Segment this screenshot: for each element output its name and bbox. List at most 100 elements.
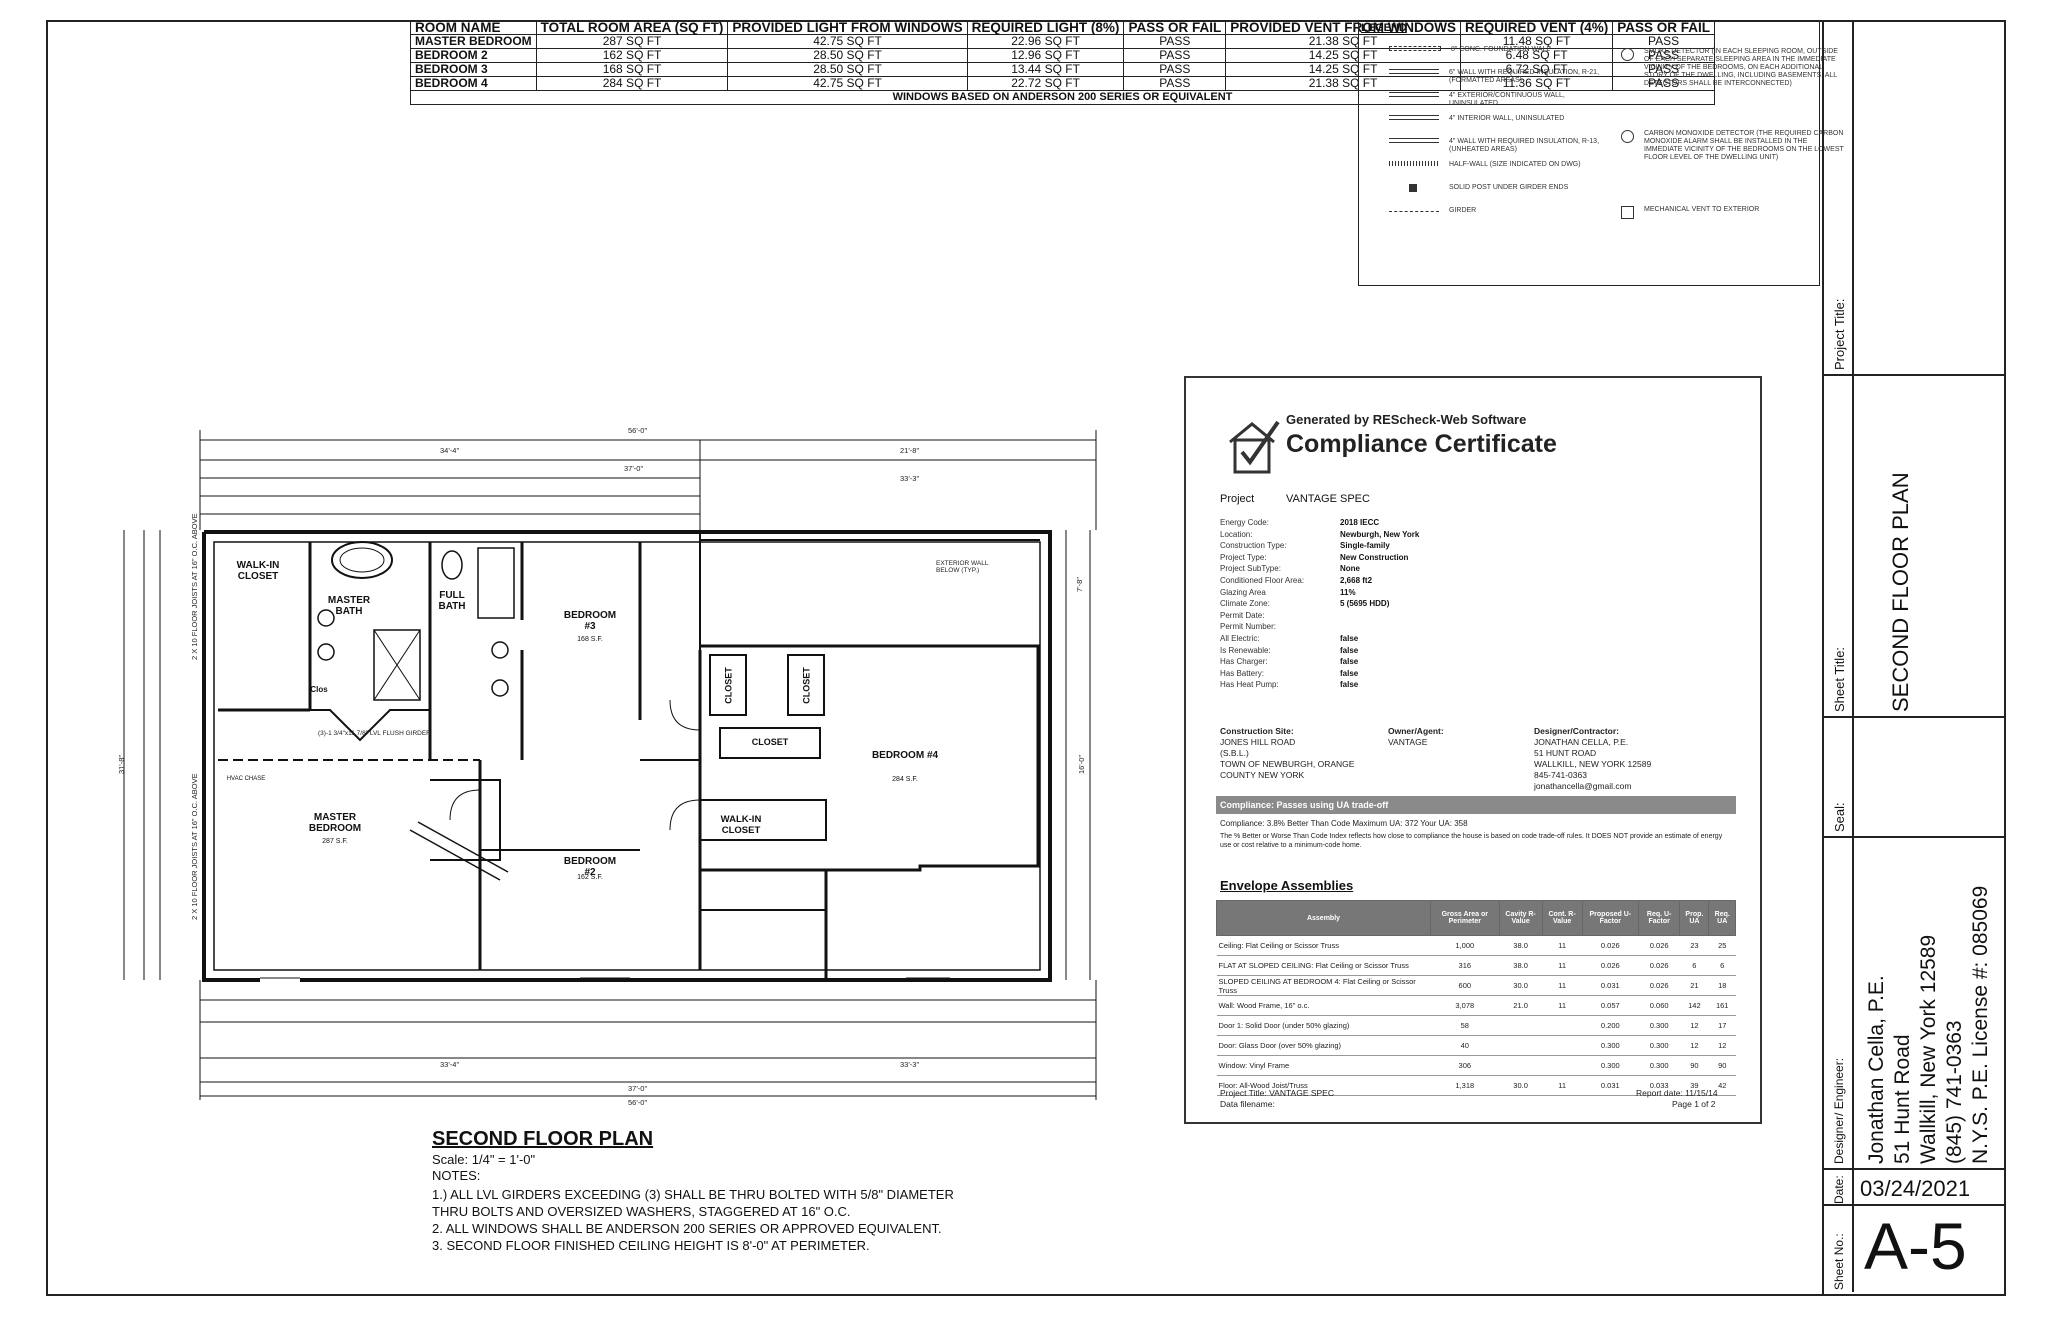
envelope-cell: 0.026	[1638, 955, 1680, 976]
room-bedroom-2: BEDROOM #2	[563, 856, 617, 878]
envelope-cell: 21	[1679, 975, 1709, 996]
legend-text: SMOKE DETECTOR (IN EACH SLEEPING ROOM, O…	[1644, 48, 1838, 87]
notes-label: NOTES:	[432, 1168, 481, 1183]
envelope-cell: 306	[1430, 1055, 1500, 1076]
envelope-header-cell: Prop. UA	[1679, 900, 1710, 936]
envelope-cell: 1,318	[1430, 1075, 1500, 1096]
compliance-line: Compliance: 3.8% Better Than Code Maximu…	[1220, 819, 1468, 828]
envelope-cell: 12	[1708, 1035, 1736, 1056]
designer-engineer-label: Designer/ Engineer:	[1832, 1057, 1846, 1164]
cert-field-value: 11%	[1340, 587, 1356, 597]
address-line: 51 HUNT ROAD	[1534, 748, 1597, 758]
envelope-cell: 30.0	[1499, 975, 1543, 996]
legend-text: 4" EXTERIOR/CONTINUOUS WALL, UNINSULATED	[1449, 92, 1565, 107]
table-header-cell: PROVIDED LIGHT FROM WINDOWS	[727, 20, 968, 35]
sheet-number-row: Sheet No.: A-5	[1824, 1206, 2006, 1292]
envelope-cell: 58	[1430, 1015, 1500, 1036]
envelope-cell: 6	[1679, 955, 1709, 976]
cert-field-label: Glazing Area	[1220, 587, 1266, 597]
envelope-cell: 90	[1708, 1055, 1736, 1076]
envelope-cell: 600	[1430, 975, 1500, 996]
room-master-bedroom-area: 287 S.F.	[322, 838, 348, 845]
address-line: JONATHAN CELLA, P.E.	[1534, 737, 1629, 747]
table-cell: 162 SQ FT	[535, 48, 729, 63]
legend-item: 4" EXTERIOR/CONTINUOUS WALL, UNINSULATED	[1389, 92, 1609, 108]
cert-field-label: Has Heat Pump:	[1220, 680, 1279, 690]
legend-item: MECHANICAL VENT TO EXTERIOR	[1621, 206, 1844, 219]
envelope-cell: Wall: Wood Frame, 16" o.c.	[1216, 995, 1431, 1016]
cert-field-label: Project Type:	[1220, 552, 1267, 562]
legend-item: HALF-WALL (SIZE INDICATED ON DWG)	[1389, 161, 1609, 169]
table-cell: 6.48 SQ FT	[1459, 48, 1614, 63]
table-cell: BEDROOM 3	[410, 62, 537, 77]
footer-project: Project Title: VANTAGE SPEC	[1220, 1088, 1334, 1098]
envelope-cell: 12	[1679, 1035, 1709, 1056]
envelope-cell: 23	[1679, 935, 1709, 956]
note-girder: (3)-1 3/4"x11 7/8" LVL FLUSH GIRDER	[318, 730, 431, 737]
cert-field-label: Project SubType:	[1220, 564, 1281, 574]
table-cell: 11.48 SQ FT	[1459, 34, 1614, 49]
cert-field-value: Single-family	[1340, 541, 1390, 551]
table-cell: 13.44 SQ FT	[966, 62, 1125, 77]
dim-top-right: 21'-8"	[900, 446, 920, 455]
envelope-title: Envelope Assemblies	[1220, 878, 1354, 893]
envelope-cell: 21.0	[1499, 995, 1543, 1016]
engineer-line: Jonathan Cella, P.E.	[1865, 975, 1888, 1164]
envelope-cell	[1499, 1015, 1543, 1036]
legend-text: 8" CONC. FOUNDATION WALL	[1451, 46, 1551, 53]
envelope-cell	[1542, 1055, 1583, 1076]
cert-field-value: Newburgh, New York	[1340, 529, 1420, 539]
envelope-cell: 0.300	[1638, 1055, 1680, 1076]
designer-row: Designer/ Engineer: Jonathan Cella, P.E.…	[1824, 838, 2006, 1170]
address-line: COUNTY NEW YORK	[1220, 770, 1305, 780]
address-line: 845-741-0363	[1534, 770, 1587, 780]
engineer-line: N.Y.S. P.E. License #: 085069	[1969, 885, 1992, 1164]
cert-field-value: false	[1340, 668, 1359, 678]
table-header-cell: PASS OR FAIL	[1123, 20, 1227, 35]
envelope-cell: 11	[1542, 955, 1583, 976]
cert-field-label: Construction Type:	[1220, 541, 1287, 551]
legend-symbol	[1389, 161, 1439, 166]
cert-field-value: false	[1340, 634, 1359, 643]
legend-title: LEGEND	[1361, 22, 1407, 34]
table-cell: 21.38 SQ FT	[1225, 34, 1461, 49]
cert-field-label: Has Battery:	[1220, 668, 1265, 678]
envelope-cell: 0.031	[1582, 1075, 1639, 1096]
envelope-cell: 11	[1542, 975, 1583, 996]
dim-bottom-overall: 56'-0"	[628, 1098, 648, 1107]
sheet-number: A-5	[1864, 1209, 1967, 1283]
room-bedroom-3-area: 168 S.F.	[577, 636, 603, 643]
legend-text: 4" INTERIOR WALL, UNINSULATED	[1449, 115, 1565, 122]
note-joists-1: 2 X 10 FLOOR JOISTS AT 16" O.C. ABOVE	[190, 513, 199, 660]
envelope-cell: 0.033	[1638, 1075, 1680, 1096]
seal-label: Seal:	[1832, 802, 1847, 832]
envelope-cell: 316	[1430, 955, 1500, 976]
engineer-line: Wallkill, New York 12589	[1917, 934, 1940, 1164]
envelope-cell: 30.0	[1499, 1075, 1543, 1096]
note-ext-wall: EXTERIOR WALL BELOW (TYP.)	[936, 560, 989, 574]
envelope-cell: 38.0	[1499, 955, 1543, 976]
envelope-header-cell: Cavity R-Value	[1498, 900, 1543, 936]
cert-field-label: Is Renewable:	[1220, 645, 1271, 655]
room-closet-c: CLOSET	[751, 737, 789, 747]
cert-field-value: 2018 IECC	[1340, 518, 1380, 527]
compliance-statement: The % Better or Worse Than Code Index re…	[1220, 833, 1723, 849]
envelope-cell: 11	[1542, 1075, 1583, 1096]
dim-right-b: 16'-0"	[1077, 754, 1087, 775]
room-hvac-chase: HVAC CHASE	[226, 776, 266, 782]
owner-label: Owner/Agent:	[1388, 726, 1444, 736]
date-row: Date: 03/24/2021	[1824, 1170, 2006, 1206]
plan-note: 3. SECOND FLOOR FINISHED CEILING HEIGHT …	[432, 1238, 870, 1253]
cert-field-label: All Electric:	[1220, 634, 1260, 643]
address-line: JONES HILL ROAD	[1220, 737, 1296, 747]
table-header-cell: TOTAL ROOM AREA (SQ FT)	[535, 20, 729, 35]
dim-top-mid: 37'-0"	[624, 464, 644, 473]
sheet-title-row: Sheet Title: SECOND FLOOR PLAN	[1824, 376, 2006, 718]
room-bedroom-4-area: 284 S.F.	[892, 776, 918, 783]
